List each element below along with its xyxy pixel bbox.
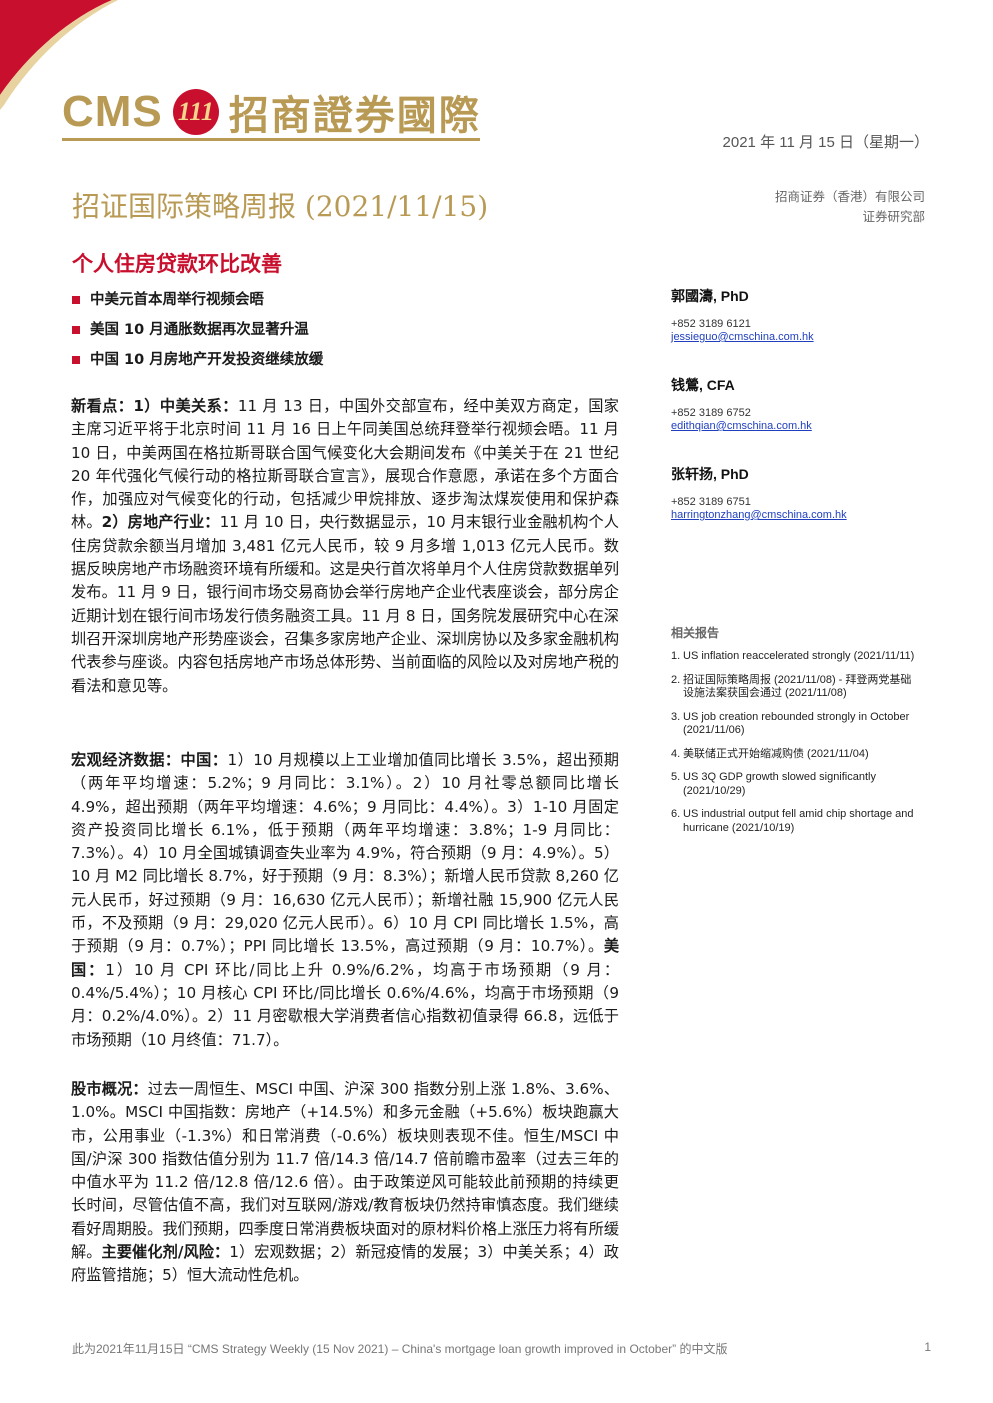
report-title: 招证国际策略周报 (2021/11/15)	[72, 190, 489, 223]
analyst-phone: +852 3189 6752	[671, 407, 751, 419]
analyst-card: 钱鶯, CFA +852 3189 6752 edithqian@cmschin…	[671, 375, 931, 432]
related-report-item[interactable]: 3.US job creation rebounded strongly in …	[671, 710, 910, 737]
paragraph-new-highlights: 新看点：1）中美关系：11 月 13 日，中国外交部宣布，经中美双方商定，国家主…	[71, 397, 619, 695]
analyst-card: 张轩扬, PhD +852 3189 6751 harringtonzhang@…	[671, 464, 931, 521]
footer-note: 此为2021年11月15日 “CMS Strategy Weekly (15 N…	[72, 1342, 728, 1356]
paragraph-market-overview: 股市概况：过去一周恒生、MSCI 中国、沪深 300 指数分别上涨 1.8%、3…	[71, 1080, 620, 1285]
related-report-item[interactable]: 4.美联储正式开始缩减购债 (2021/11/04)	[671, 747, 869, 760]
analyst-email-link[interactable]: harringtonzhang@cmschina.com.hk	[671, 509, 847, 521]
logo-chinese: 招商證券國際	[228, 92, 481, 139]
related-report-item[interactable]: 2.招证国际策略周报 (2021/11/08) - 拜登两党基础设施法案获国会通…	[671, 673, 912, 700]
square-bullet-icon	[72, 356, 80, 364]
square-bullet-icon	[72, 326, 80, 334]
highlight-item: 美国 10 月通胀数据再次显著升温	[72, 315, 323, 345]
analyst-email-link[interactable]: edithqian@cmschina.com.hk	[671, 420, 812, 432]
report-subtitle: 个人住房贷款环比改善	[72, 251, 282, 276]
analyst-card: 郭國濤, PhD +852 3189 6121 jessieguo@cmschi…	[671, 286, 931, 343]
analyst-name: 钱鶯, CFA	[671, 377, 735, 393]
square-bullet-icon	[72, 296, 80, 304]
paragraph-macro-data: 宏观经济数据：中国：1）10 月规模以上工业增加值同比增长 3.5%，超出预期（…	[71, 751, 620, 1049]
related-reports-heading: 相关报告	[671, 626, 720, 640]
logo-latin: CMS	[62, 87, 163, 136]
related-reports-list: 1.US inflation reaccelerated strongly (2…	[671, 650, 918, 845]
highlight-item: 中国 10 月房地产开发投资继续放缓	[72, 345, 323, 375]
brand-logo: CMS 111 招商證券國際	[62, 82, 481, 142]
related-report-item[interactable]: 5.US 3Q GDP growth slowed significantly …	[671, 771, 876, 797]
related-report-item[interactable]: 6.US industrial output fell amid chip sh…	[671, 808, 914, 834]
analyst-phone: +852 3189 6121	[671, 318, 751, 330]
highlight-list: 中美元首本周举行视频会晤 美国 10 月通胀数据再次显著升温 中国 10 月房地…	[72, 285, 323, 375]
logo-badge-icon: 111	[172, 89, 219, 135]
company-block: 招商证券（香港）有限公司 证券研究部	[775, 187, 925, 227]
logo-underline	[62, 138, 480, 141]
analyst-phone: +852 3189 6751	[671, 496, 751, 508]
analyst-name: 郭國濤, PhD	[671, 288, 749, 304]
corner-swoosh-graphic	[0, 0, 118, 110]
department-name: 证券研究部	[862, 209, 925, 224]
company-name: 招商证券（香港）有限公司	[774, 189, 925, 204]
analyst-email-link[interactable]: jessieguo@cmschina.com.hk	[671, 331, 814, 343]
related-report-item[interactable]: 1.US inflation reaccelerated strongly (2…	[671, 650, 915, 662]
page-number: 1	[924, 1340, 931, 1354]
report-date: 2021 年 11 月 15 日（星期一）	[722, 134, 929, 151]
highlight-item: 中美元首本周举行视频会晤	[72, 285, 323, 315]
analyst-name: 张轩扬, PhD	[671, 466, 749, 482]
